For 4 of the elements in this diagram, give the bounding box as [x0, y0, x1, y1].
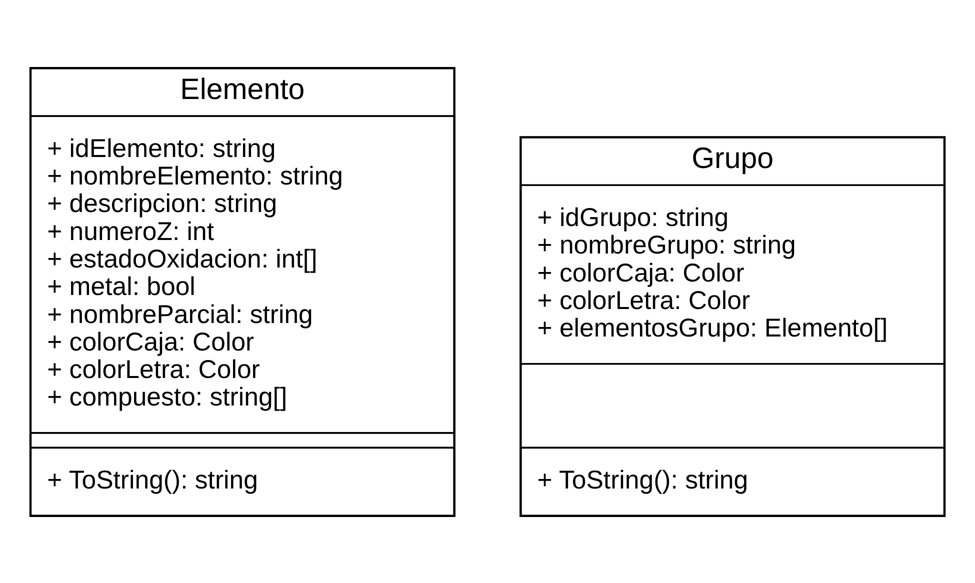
node-box: + idElemento: string + nombreElemento: string + descripcion: string + numeroZ: int + estadoOxidacion: int[] + metal: bool + nombreParcial: string + colorCaja: Color + colorLetra: Color + compuesto: string[]	[30, 114, 456, 434]
node-box: + idGrupo: string + nombreGrupo: string + colorCaja: Color + colorLetra: Color + elementosGrupo: Elemento[]	[520, 184, 946, 364]
node-box: + ToString(): string	[30, 446, 456, 516]
node-box: + ToString(): string	[520, 446, 946, 516]
